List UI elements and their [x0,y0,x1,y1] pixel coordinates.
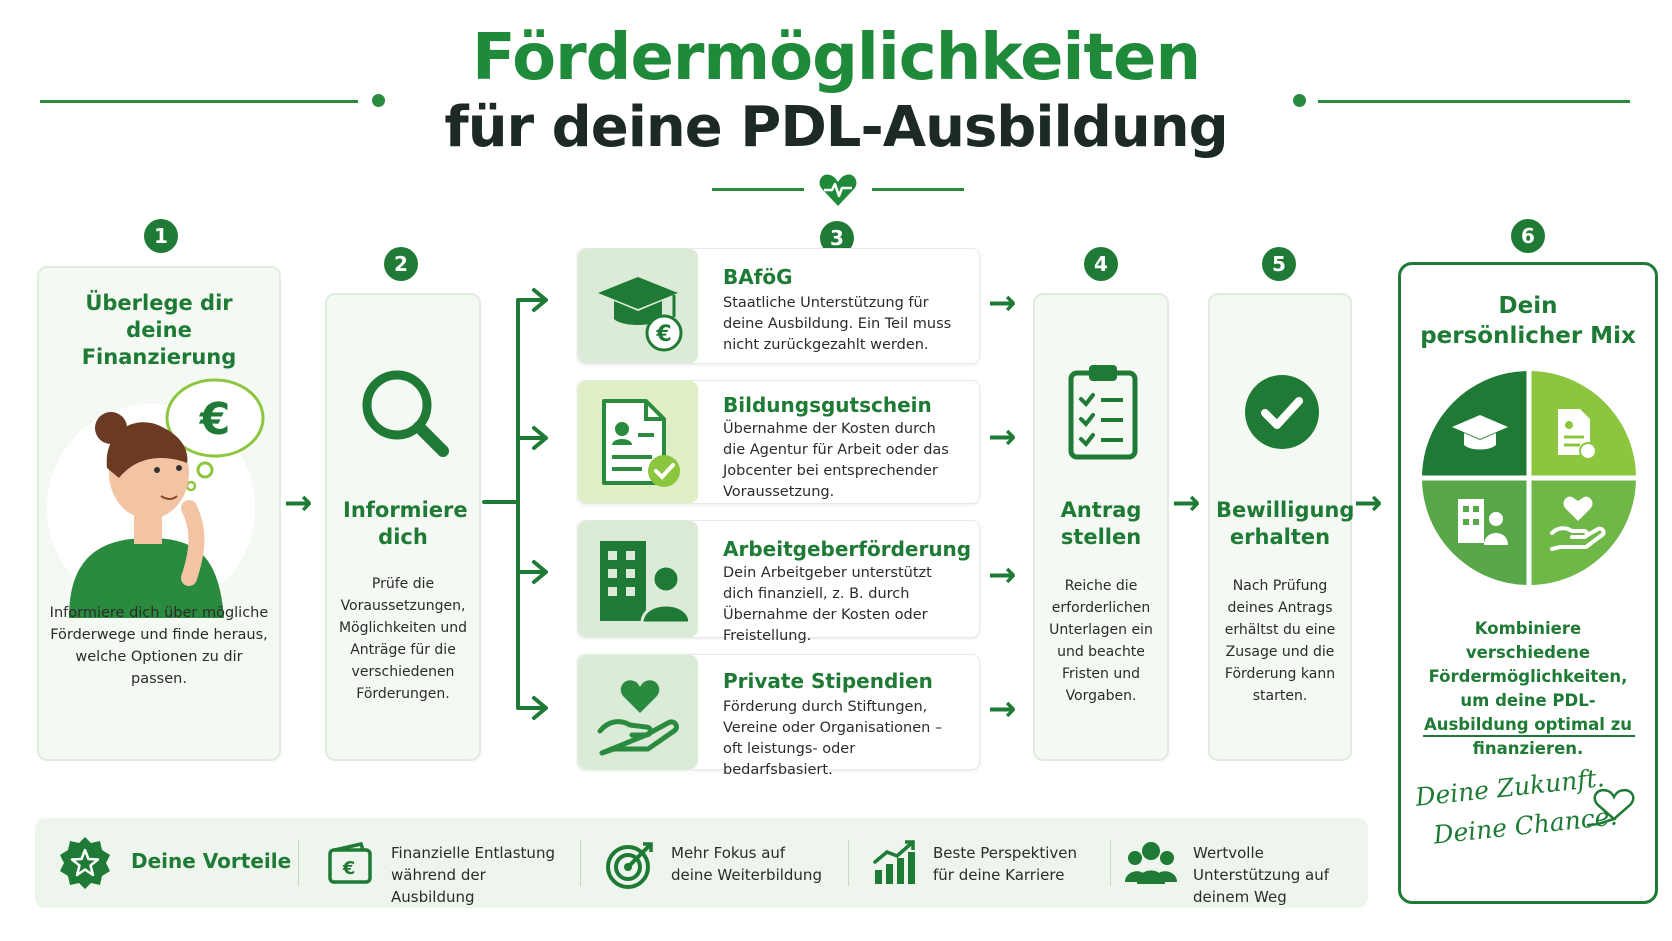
svg-text:€: € [342,858,356,879]
option-text-stipendien: Förderung durch Stiftungen, Vereine oder… [723,699,943,778]
header-line-right [1318,100,1630,103]
step-card-4: Antrag stellen Reiche die erforderlichen… [1033,293,1169,761]
option-title-arbeitgeber: Arbeitgeberförderung [723,537,972,561]
mix-pie-chart [1420,369,1638,587]
header-dot-right [1293,94,1306,107]
step-badge-2: 2 [384,247,418,281]
step-card-1: Überlege dir deine Finanzierung € Inform… [37,266,281,761]
divider-line-left [712,188,804,191]
header-dot-left [372,94,385,107]
svg-text:€: € [199,394,231,445]
option-card-arbeitgeber: Arbeitgeberförderung Dein Arbeitgeber un… [577,520,980,644]
step-badge-5: 5 [1262,247,1296,281]
arrow-arbeitgeber-4: → [988,555,1017,595]
step-card-5: Bewilligung erhalten Nach Prüfung deines… [1208,293,1355,761]
personal-mix-panel: Dein persönlicher Mix Ko [1398,262,1658,904]
branch-connector [482,288,548,720]
option-title-bafoeg: BAföG [723,265,793,289]
step-text-6: Kombiniere verschiedene Fördermöglichkei… [1423,619,1633,758]
step-title-6: Dein persönlicher Mix [1420,293,1636,349]
arrow-4-5: → [1172,483,1201,523]
arrow-bafoeg-4: → [988,283,1017,323]
wallet-euro-icon: € [328,842,372,884]
arrow-stipendien-4: → [988,689,1017,729]
heart-hand-icon [597,680,679,756]
divider-line-right [872,188,964,191]
page-title: Fördermöglichkeiten [471,21,1201,95]
step-badge-1: 1 [144,219,178,253]
magnifier-icon [362,370,449,457]
step-badge-6: 6 [1511,219,1545,253]
checkmark-circle-icon [1245,375,1319,449]
heart-outline-icon [1586,788,1635,827]
option-card-bildungsgutschein: Bildungsgutschein Übernahme der Kosten d… [577,380,980,504]
option-text-arbeitgeber: Dein Arbeitgeber unterstützt dich finanz… [723,565,932,644]
step-text-4: Reiche die erforderlichen Unterlagen ein… [1049,578,1153,704]
document-icon [1558,409,1597,460]
benefits-bar: Deine Vorteile € Finanzielle Entlastung … [35,818,1368,908]
option-title-bildungsgutschein: Bildungsgutschein [723,393,932,417]
benefit-text-1: Finanzielle Entlastung während der Ausbi… [391,844,555,906]
benefit-text-2: Mehr Fokus auf deine Weiterbildung [671,844,822,884]
benefit-text-4: Wertvolle Unterstützung auf deinem Weg [1193,844,1330,906]
target-icon [606,842,653,889]
step-title-4: Antrag stellen [1060,498,1142,549]
step-card-2: Informiere dich Prüfe die Voraussetzunge… [325,293,481,761]
svg-text:€: € [655,322,671,347]
option-text-bildungsgutschein: Übernahme der Kosten durch die Agentur f… [723,421,949,500]
option-text-bafoeg: Staatliche Unterstützung für deine Ausbi… [723,295,952,353]
heartbeat-icon [819,174,857,206]
step-title-1: Überlege dir deine Finanzierung [81,291,237,369]
option-title-stipendien: Private Stipendien [723,669,933,693]
benefits-label: Deine Vorteile [131,849,292,873]
graduation-cap-euro-icon: € [598,277,683,352]
step-text-1: Informiere dich über mögliche Förderwege… [49,605,269,687]
benefit-text-3: Beste Perspektiven für deine Karriere [933,844,1078,884]
option-card-bafoeg: € BAföG Staatliche Unterstützung für dei… [577,248,980,364]
arrow-bildung-4: → [988,417,1017,457]
page-subtitle: für deine PDL-Ausbildung [444,95,1228,160]
growth-chart-icon [873,840,915,884]
document-check-icon [602,399,680,487]
group-icon [1125,842,1177,884]
option-card-stipendien: Private Stipendien Förderung durch Stift… [577,654,980,778]
clipboard-checklist-icon [1068,365,1138,460]
step-text-2: Prüfe die Voraussetzungen, Möglichkeiten… [338,576,468,702]
header-line-left [40,100,358,103]
building-icon [1458,499,1508,545]
heart-hand-small-icon [1550,496,1606,551]
arrow-5-6: → [1354,483,1383,523]
mix-divider [1423,735,1635,737]
step-title-5: Bewilligung erhalten [1216,498,1355,549]
step-badge-4: 4 [1084,247,1118,281]
thinking-person-icon: € [47,378,265,618]
arrow-1-2: → [284,483,313,523]
step-text-5: Nach Prüfung deines Antrags erhältst du … [1224,578,1336,704]
star-badge-icon [60,837,110,889]
step-title-2: Informiere dich [343,498,468,549]
building-person-icon [600,541,688,625]
graduation-cap-icon [1452,415,1508,450]
